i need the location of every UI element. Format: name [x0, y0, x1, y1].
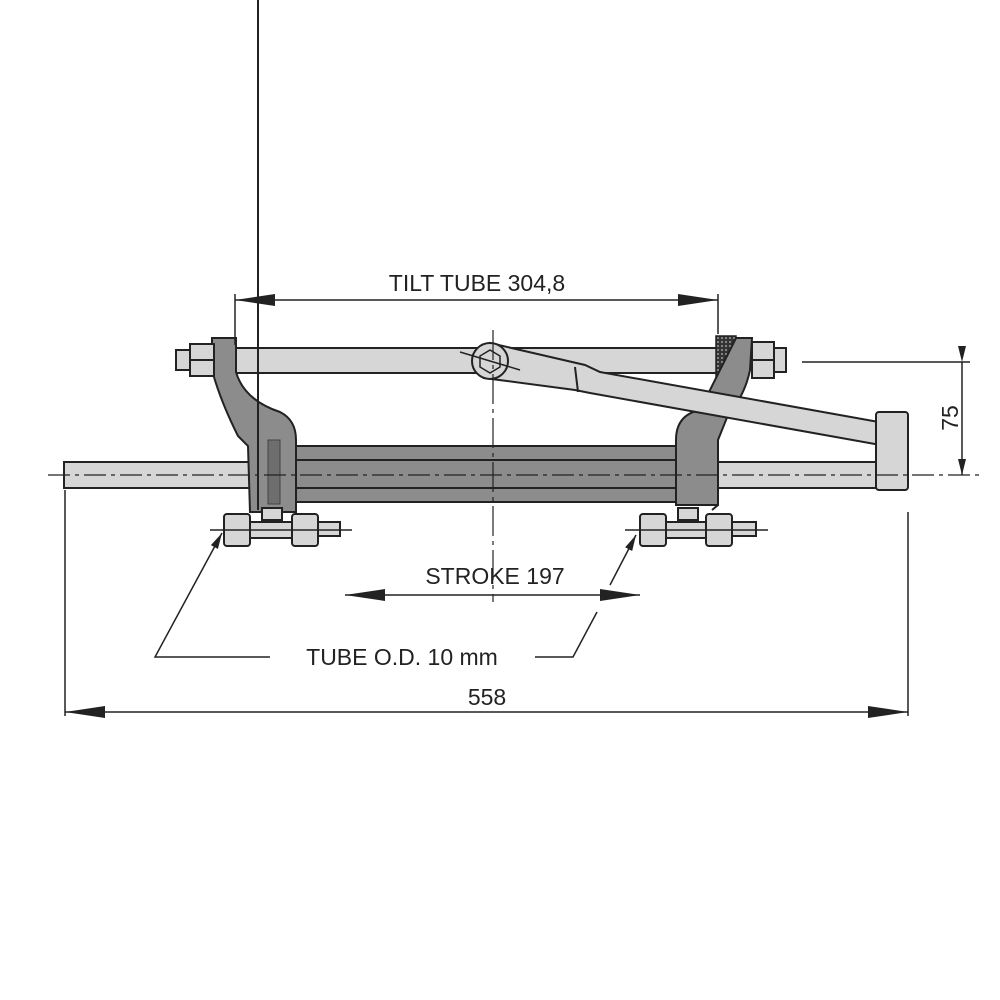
cylinder-body	[291, 445, 683, 503]
tube-od-label: TUBE O.D. 10 mm	[306, 644, 498, 670]
right-mount-bracket	[675, 337, 754, 511]
overall-length-label: 558	[468, 684, 506, 710]
left-mount-bracket	[211, 0, 297, 513]
rod-end-block	[875, 411, 909, 491]
left-nut	[175, 343, 215, 377]
tilt-tube-dimension	[234, 294, 719, 345]
tube-od-leader-right	[535, 611, 598, 658]
height-dimension	[802, 346, 970, 475]
stroke-label: STROKE 197	[425, 563, 564, 589]
tilt-tube-label: TILT TUBE 304,8	[389, 270, 565, 296]
tube-od-leader-left	[153, 532, 270, 658]
height-label: 75	[937, 405, 963, 431]
overall-length-dimension	[64, 490, 909, 718]
right-hose-fitting	[639, 507, 757, 547]
right-nut	[751, 341, 787, 379]
left-hose-fitting	[223, 507, 341, 547]
